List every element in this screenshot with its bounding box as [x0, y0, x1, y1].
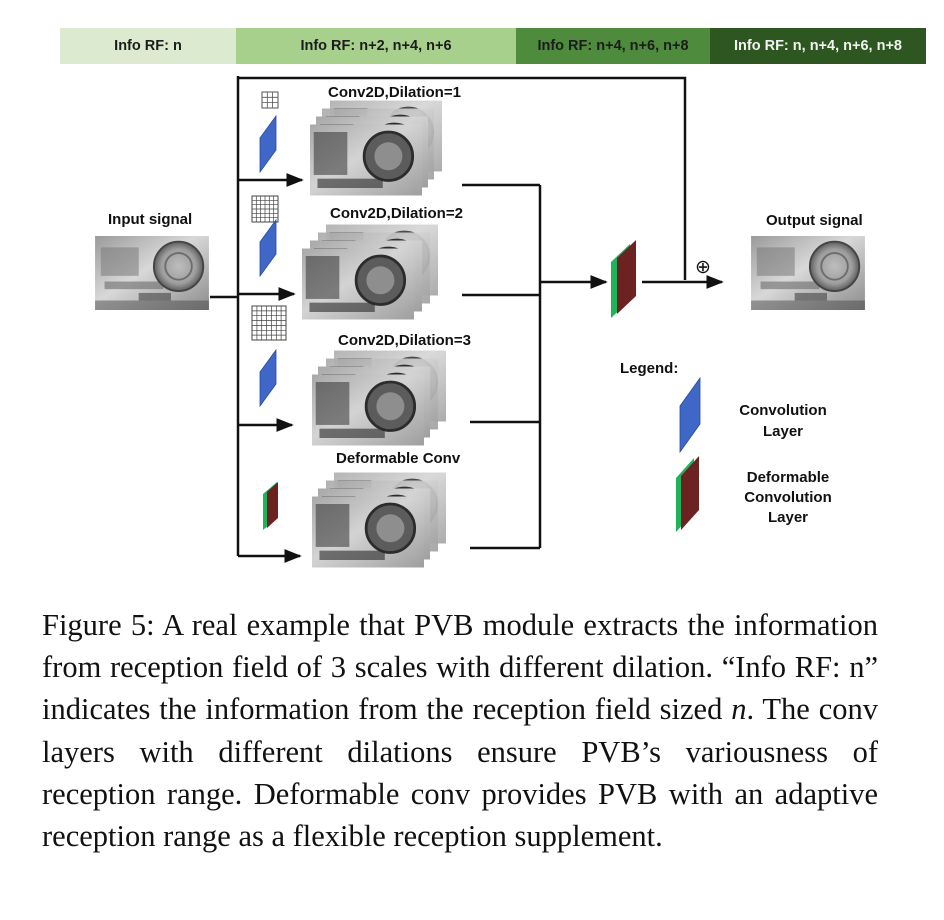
branch1-conv-layer [259, 114, 277, 174]
caption-suffix: . The conv layers with different dilatio… [42, 692, 878, 854]
rf-band-2: Info RF: n+2, n+4, n+6 [236, 28, 516, 64]
branch4-label: Deformable Conv [336, 450, 461, 467]
branch1-label: Conv2D,Dilation=1 [328, 84, 461, 101]
output-signal-label: Output signal [766, 212, 863, 229]
figure-caption: Figure 5: A real example that PVB module… [42, 604, 878, 857]
rf-band-3: Info RF: n+4, n+6, n+8 [516, 28, 710, 64]
kernel-dilation1-icon [261, 91, 279, 109]
legend-deform-swatch [676, 456, 699, 532]
input-signal-label: Input signal [108, 211, 193, 228]
input-signal-image [94, 236, 210, 310]
legend-deform-label: Deformable Convolution Layer [732, 468, 844, 528]
branch3-label: Conv2D,Dilation=3 [338, 332, 471, 349]
feature-stack-1 [310, 100, 442, 196]
legend-deform-line2: Convolution [744, 489, 832, 506]
branch2-label: Conv2D,Dilation=2 [330, 205, 463, 222]
skip-connection [238, 76, 687, 280]
feature-stack-3 [312, 350, 446, 446]
legend-conv-line1: Convolution [739, 402, 827, 419]
rf-band-1: Info RF: n [60, 28, 236, 64]
legend-deform-line1: Deformable [746, 469, 830, 486]
branch2-conv-layer [259, 218, 277, 278]
legend-conv-label: Convolution Layer [728, 400, 838, 442]
rf-band-4: Info RF: n, n+4, n+6, n+8 [710, 28, 926, 64]
feature-stack-4 [312, 472, 446, 568]
caption-prefix: Figure 5: A real example that PVB module… [42, 608, 878, 727]
legend-conv-line2: Layer [762, 423, 804, 440]
kernel-dilation2-icon [251, 195, 279, 223]
branch3-conv-layer [259, 348, 277, 408]
fusion-deform-layer [611, 240, 636, 318]
sum-symbol: ⊕ [695, 257, 711, 278]
branch4-deform-layer [263, 482, 278, 530]
legend-conv-swatch [679, 376, 701, 454]
kernel-dilation3-icon [251, 305, 287, 341]
pvb-diagram: Info RF: n Info RF: n+2, n+4, n+6 Info R… [60, 28, 926, 568]
legend-title: Legend: [620, 360, 679, 377]
legend-deform-line3: Layer [767, 509, 809, 526]
diagram-graphics [94, 76, 866, 568]
output-signal-image [750, 236, 866, 310]
caption-math: n [731, 692, 747, 727]
feature-stack-2 [302, 223, 438, 321]
